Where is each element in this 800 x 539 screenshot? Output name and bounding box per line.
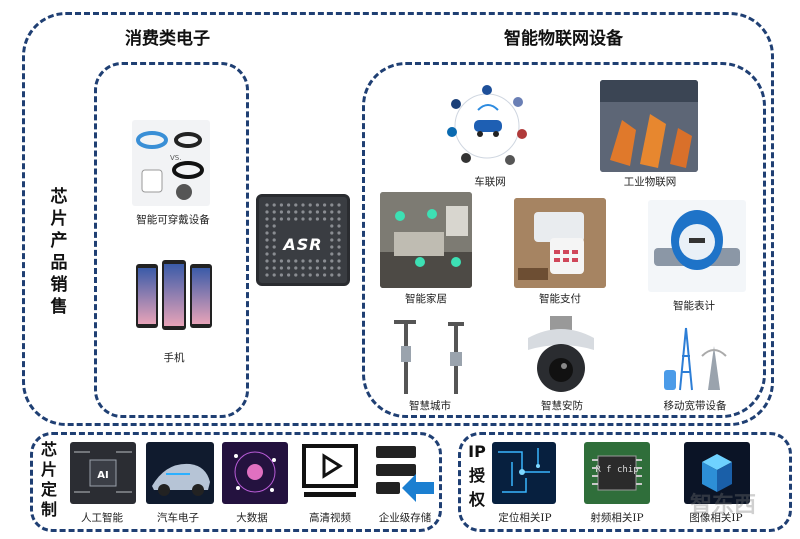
big-data-caption: 大数据 <box>236 512 268 524</box>
positioning-circuit-icon <box>492 442 556 504</box>
big-data-icon <box>222 442 288 504</box>
consumer-electronics-frame <box>94 62 249 418</box>
chip-custom-frame <box>30 432 442 532</box>
industrial-robot-icon <box>600 80 698 172</box>
car-electronics-icon <box>146 442 214 504</box>
enterprise-storage-caption: 企业级存储 <box>378 512 432 524</box>
chip-sales-frame <box>22 12 774 426</box>
smart-payment-caption: 智能支付 <box>539 293 581 305</box>
mobile-broadband-tower-icon <box>658 326 734 392</box>
svg-text:AI: AI <box>97 470 108 481</box>
smartwatch-wristband-icon: VS. <box>132 120 210 206</box>
chip-custom-label: 芯片定制 <box>40 440 57 519</box>
rf-chip-text: R f chip <box>595 465 638 475</box>
water-meter-icon <box>648 200 746 292</box>
ip-license-frame <box>458 432 792 532</box>
svg-text:VS.: VS. <box>170 154 181 162</box>
smart-meter-caption: 智能表计 <box>673 300 715 312</box>
smartphone-icon <box>134 260 214 332</box>
connected-car-icon <box>432 80 542 172</box>
ai-chip-icon: AI <box>70 442 136 504</box>
smart-city-caption: 智慧城市 <box>409 400 451 412</box>
payment-terminal-icon <box>514 198 606 288</box>
chip-sales-label: 芯片产品销售 <box>50 187 68 317</box>
ip-license-label: IP授权 <box>468 442 486 509</box>
smart-home-caption: 智能家居 <box>405 293 447 305</box>
watermark: 智东西 <box>690 493 757 518</box>
consumer-electronics-title: 消费类电子 <box>125 29 210 49</box>
hd-video-caption: 高清视频 <box>309 512 351 524</box>
security-camera-icon <box>520 316 602 396</box>
industrial-iot-caption: 工业物联网 <box>623 176 677 188</box>
rf-chip-icon: R f chip <box>584 442 650 504</box>
street-light-icon <box>384 316 478 394</box>
wearable-caption: 智能可穿戴设备 <box>136 214 210 226</box>
iot-frame <box>362 62 766 418</box>
positioning-ip-caption: 定位相关IP <box>498 512 552 524</box>
smart-home-icon <box>380 192 472 288</box>
asr-logo-text: ASR <box>283 235 323 254</box>
enterprise-storage-icon <box>372 442 436 504</box>
image-ip-caption: 图像相关IP <box>689 512 743 524</box>
phone-caption: 手机 <box>163 352 185 364</box>
smart-security-caption: 智慧安防 <box>541 400 583 412</box>
iot-devices-title: 智能物联网设备 <box>504 29 623 49</box>
asr-chip-icon: ASR <box>256 194 350 286</box>
image-processing-icon <box>684 442 750 504</box>
video-play-icon <box>300 442 362 504</box>
iov-caption: 车联网 <box>474 176 506 188</box>
car-electronics-caption: 汽车电子 <box>157 512 199 524</box>
mobile-broadband-caption: 移动宽带设备 <box>663 400 727 412</box>
rf-ip-caption: 射频相关IP <box>590 512 644 524</box>
ai-caption: 人工智能 <box>81 512 123 524</box>
